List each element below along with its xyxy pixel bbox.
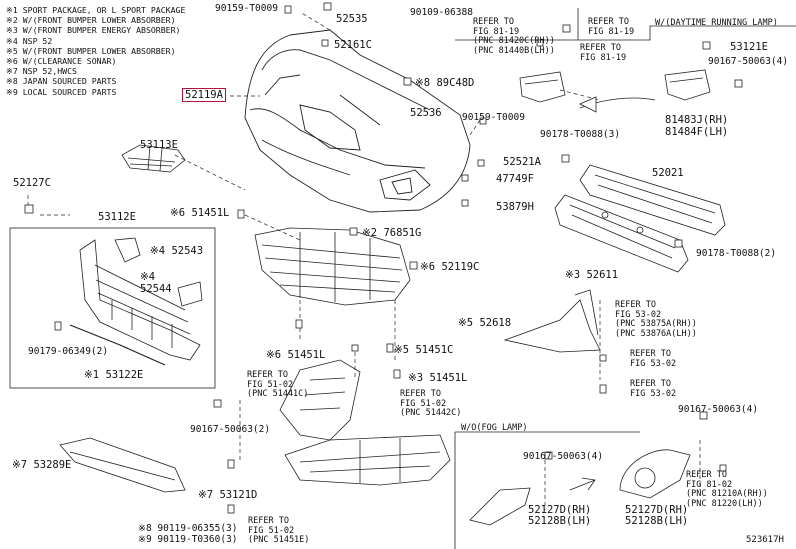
part-label[interactable]: 90159-T0009 (462, 112, 525, 123)
fog-lamp-covers (469, 449, 691, 526)
part-label[interactable]: ※7 53289E (12, 459, 72, 471)
part-label[interactable]: 90159-T0009 (215, 3, 278, 14)
drl-region-border (577, 8, 796, 41)
part-label[interactable]: 81484F(LH) (665, 126, 729, 138)
refer-note[interactable]: REFER TO FIG 53-02 (PNC 53875A(RH)) (PNC… (615, 300, 697, 339)
part-label[interactable]: ※3 51451L (408, 372, 468, 384)
front-grille (121, 144, 186, 173)
part-label[interactable]: ※2 76851G (362, 227, 422, 239)
lower-spoiler (59, 437, 186, 493)
part-label[interactable]: ※5 52618 (458, 317, 512, 329)
part-label[interactable]: 52127D(RH) (528, 504, 592, 516)
part-label[interactable]: ※3 52611 (565, 269, 619, 281)
part-label[interactable]: 52535 (336, 13, 368, 25)
part-label[interactable]: ※9 90119-T0360(3) (138, 534, 238, 545)
section-label-drl: W/(DAYTIME RUNNING LAMP) (655, 18, 778, 28)
part-label[interactable]: 90167-50063(4) (708, 56, 789, 67)
part-label[interactable]: ※7 53121D (198, 489, 258, 501)
refer-note[interactable]: REFER TO FIG 81-19 (588, 17, 635, 37)
engine-under-cover (279, 359, 451, 486)
drl-lamps (519, 69, 711, 109)
part-label[interactable]: ※8 89C48D (415, 77, 475, 89)
refer-note[interactable]: REFER TO FIG 53-02 (630, 379, 677, 399)
part-label[interactable]: 90179-06349(2) (28, 346, 109, 357)
part-label[interactable]: ※8 90119-06355(3) (138, 523, 238, 534)
part-label[interactable]: 52161C (334, 39, 372, 51)
part-label[interactable]: 90109-06388 (410, 7, 473, 18)
leader-lines (27, 11, 701, 510)
part-label[interactable]: 53121E (730, 41, 768, 53)
lower-absorber (254, 227, 411, 306)
part-label[interactable]: 52127D(RH) (625, 504, 689, 516)
section-label-fog: W/O(FOG LAMP) (461, 423, 528, 433)
note-8: ※8 JAPAN SOURCED PARTS (6, 76, 117, 87)
part-label[interactable]: 52128B(LH) (528, 515, 592, 527)
part-label[interactable]: 81483J(RH) (665, 114, 729, 126)
lower-grille (69, 239, 201, 366)
refer-note[interactable]: REFER TO FIG 51-02 (PNC 51442C) (400, 389, 462, 418)
note-6: ※6 W/(CLEARANCE SONAR) (6, 55, 117, 66)
part-label[interactable]: 52536 (410, 107, 442, 119)
part-label[interactable]: 52021 (652, 167, 684, 179)
fasteners (24, 2, 743, 514)
part-label[interactable]: 53112E (98, 211, 136, 223)
note-1: ※1 SPORT PACKAGE, OR L SPORT PACKAGE (6, 5, 186, 15)
refer-note[interactable]: REFER TO FIG 51-02 (PNC 51451E) (248, 516, 310, 545)
part-label[interactable]: 52127C (13, 177, 51, 189)
note-5: ※5 W/(FRONT BUMPER LOWER ABSORBER) (6, 45, 176, 56)
note-2: ※2 W/(FRONT BUMPER LOWER ABSORBER) (6, 15, 176, 26)
part-label[interactable]: ※6 51451L (266, 349, 326, 361)
part-label[interactable]: 90178-T0088(2) (696, 248, 777, 259)
part-label[interactable]: 47749F (496, 173, 534, 185)
note-7: ※7 NSP 52,HWCS (6, 66, 77, 77)
refer-note[interactable]: REFER TO FIG 81-19 (PNC 81420C(RH)) (PNC… (473, 17, 555, 56)
part-label[interactable]: ※6 52119C (420, 261, 480, 273)
part-label[interactable]: 90167-50063(4) (523, 451, 604, 462)
refer-note[interactable]: REFER TO FIG 53-02 (630, 349, 677, 369)
part-label[interactable]: 52521A (503, 156, 541, 168)
part-label[interactable]: ※4 52543 (150, 245, 204, 257)
part-label[interactable]: 90167-50063(2) (190, 424, 271, 435)
note-9: ※9 LOCAL SOURCED PARTS (6, 86, 117, 97)
part-label[interactable]: 53113E (140, 139, 178, 151)
note-4: ※4 NSP 52 (6, 35, 53, 46)
part-label[interactable]: ※4 (140, 271, 156, 283)
refer-note[interactable]: REFER TO FIG 81-19 (580, 43, 627, 63)
highlighted-part-52119A[interactable]: 52119A (182, 88, 226, 102)
part-label[interactable]: ※6 51451L (170, 207, 230, 219)
refer-note[interactable]: REFER TO FIG 81-02 (PNC 81210A(RH)) (PNC… (686, 470, 768, 509)
refer-note[interactable]: REFER TO FIG 51-02 (PNC 51441C) (247, 370, 309, 399)
arrow-left-icon (579, 96, 597, 113)
part-label[interactable]: 52544 (140, 283, 172, 295)
part-label[interactable]: 90178-T0088(3) (540, 129, 621, 140)
part-label[interactable]: ※1 53122E (84, 369, 144, 381)
part-label[interactable]: ※5 51451C (394, 344, 454, 356)
notes-legend: ※1 SPORT PACKAGE, OR L SPORT PACKAGE ※2 … (6, 5, 185, 97)
note-3: ※3 W/(FRONT BUMPER ENERGY ABSORBER) (6, 25, 181, 36)
side-bracket (503, 289, 601, 353)
part-label[interactable]: 52128B(LH) (625, 515, 689, 527)
part-label[interactable]: 90167-50063(4) (678, 404, 759, 415)
diagram-code: 523617H (746, 535, 784, 545)
bumper-cover (244, 29, 471, 213)
grille-group-box (9, 227, 216, 389)
part-label[interactable]: 53879H (496, 201, 534, 213)
grille-bezel-small (114, 237, 203, 307)
